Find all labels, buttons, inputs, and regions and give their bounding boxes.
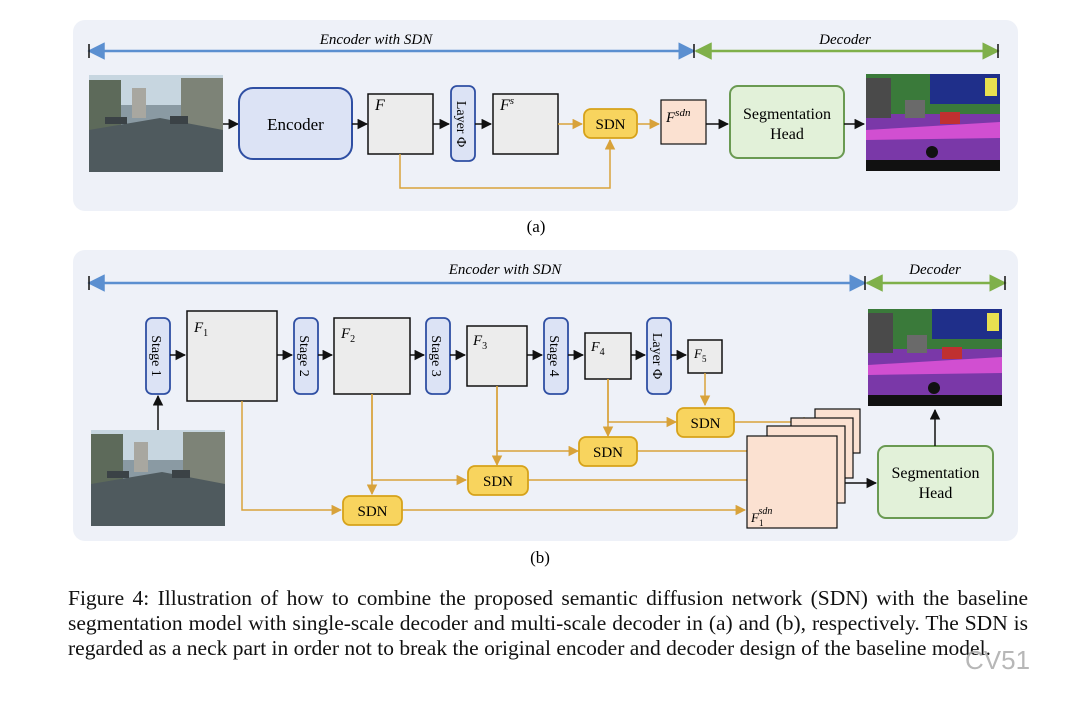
- sdn-label-2: SDN: [483, 474, 513, 490]
- stage-2-label: Stage 2: [296, 335, 311, 377]
- stage-1-label: Stage 1: [148, 335, 163, 377]
- feature-f1-label: F1: [193, 320, 208, 339]
- decoder-label: Decoder: [818, 32, 871, 48]
- watermark: CV51: [965, 645, 1031, 675]
- sdn-box-3: [578, 436, 638, 467]
- sdn-box-4: [676, 407, 735, 438]
- feature-fsdn-label: Fsdn: [665, 107, 691, 126]
- panel-a: Encoder with SDN Decoder Encoder F Layer…: [73, 20, 1018, 211]
- stack-f1-sdn: [746, 435, 838, 529]
- input-street-image: [89, 75, 223, 172]
- feature-f5-label: F5: [693, 346, 707, 364]
- segmentation-output-image-b: [868, 309, 1002, 406]
- feature-f-box: [367, 93, 434, 155]
- panel-b-caption-label: (b): [530, 548, 550, 567]
- decoder-label-b: Decoder: [908, 262, 961, 278]
- feature-fsdn-box: [660, 99, 707, 145]
- feature-fs-label: Fs: [499, 95, 514, 114]
- feature-f-label: F: [374, 97, 385, 114]
- input-street-image-b: [91, 430, 225, 526]
- encoder-box-label: Encoder: [267, 115, 324, 134]
- encoder-with-sdn-label: Encoder with SDN: [319, 32, 433, 48]
- panel-a-caption-label: (a): [527, 217, 546, 236]
- layer-phi-box-b: [646, 317, 672, 395]
- segmentation-head-box: [729, 85, 845, 159]
- sdn-box-2: [467, 465, 529, 496]
- stage-3-box: [425, 317, 451, 395]
- stage-4-label: Stage 4: [546, 335, 561, 377]
- segmentation-head-box-b: [877, 445, 994, 519]
- layer-phi-label-b: Layer Φ: [649, 333, 664, 379]
- seg-head-line2: Head: [770, 126, 804, 143]
- sdn-label-4: SDN: [690, 416, 720, 432]
- segmentation-output-image: [866, 74, 1000, 171]
- feature-f1-box: [186, 310, 278, 402]
- sdn-box-1: [342, 495, 403, 526]
- feature-f5-box: [687, 339, 723, 374]
- feature-f4-label: F4: [590, 340, 605, 358]
- stage-2-box: [293, 317, 319, 395]
- feature-f3-box: [466, 325, 528, 387]
- stage-4-box: [543, 317, 569, 395]
- skip-connection: [399, 138, 616, 189]
- seg-head-line1-b: Segmentation: [892, 465, 980, 482]
- seg-head-line1: Segmentation: [743, 106, 831, 123]
- sdn-label: SDN: [595, 117, 625, 133]
- layer-phi-label: Layer Φ: [453, 101, 468, 147]
- stage-3-label: Stage 3: [428, 335, 443, 377]
- figure-caption: Figure 4: Illustration of how to combine…: [68, 586, 1028, 660]
- feature-f2-label: F2: [340, 326, 355, 345]
- seg-head-line2-b: Head: [919, 485, 953, 502]
- panel-b: Encoder with SDN Decoder Stage 1 F1 Stag…: [73, 250, 1018, 541]
- sdn-label-1: SDN: [357, 504, 387, 520]
- encoder-with-sdn-label-b: Encoder with SDN: [448, 262, 562, 278]
- stage-1-box: [145, 317, 171, 395]
- sdn-label-3: SDN: [593, 445, 623, 461]
- stack-f1-sdn-label: F1sdn: [750, 506, 772, 528]
- feature-f3-label: F3: [472, 333, 487, 352]
